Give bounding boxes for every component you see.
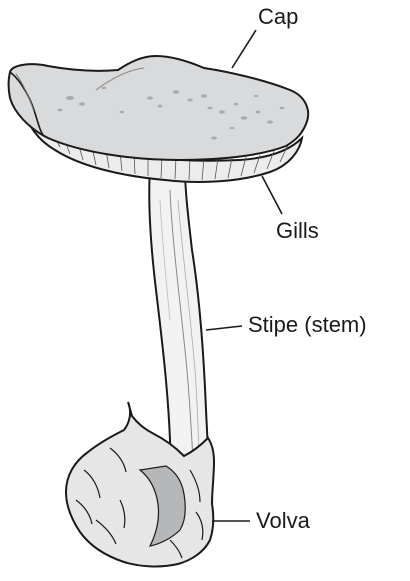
stipe-leader	[206, 326, 242, 330]
cap-label: Cap	[258, 6, 298, 28]
gills-leader	[262, 176, 282, 214]
gills-label: Gills	[276, 220, 319, 242]
volva-label: Volva	[256, 510, 310, 532]
stipe-label: Stipe (stem)	[248, 314, 367, 336]
cap-leader	[232, 30, 256, 68]
